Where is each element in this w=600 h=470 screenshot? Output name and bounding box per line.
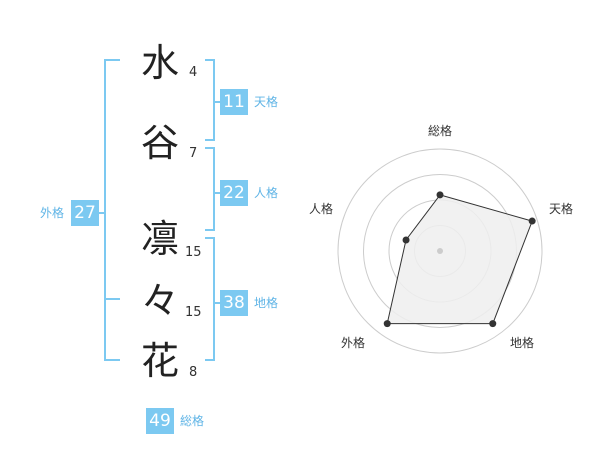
stroke-count-1: 4 <box>189 65 198 80</box>
name-char-5: 花 <box>140 339 179 383</box>
name-char-4: 々 <box>140 279 179 323</box>
gaikaku-value-badge: 27 <box>71 200 99 226</box>
tenkaku-label: 天格 <box>254 95 279 109</box>
radar-axis-label-gaikaku: 外格 <box>341 335 365 350</box>
gaikaku-label: 外格 <box>40 206 65 220</box>
radar-axis-label-soukaku: 総格 <box>428 123 452 138</box>
chikaku-bracket <box>205 237 215 361</box>
radar-ring-1 <box>337 148 543 354</box>
radar-axis-label-chikaku: 地格 <box>510 335 534 350</box>
radar-point-4 <box>383 320 391 328</box>
soukaku-label: 総格 <box>180 414 205 428</box>
radar-point-3 <box>489 320 497 328</box>
name-char-2: 谷 <box>140 121 179 165</box>
chikaku-label: 地格 <box>254 296 279 310</box>
radar-axis-label-tenkaku: 天格 <box>549 201 573 216</box>
radar-point-1 <box>436 191 444 199</box>
radar-point-2 <box>528 217 536 225</box>
chikaku-value-badge: 38 <box>220 290 248 316</box>
soukaku-value-badge: 49 <box>146 408 174 434</box>
name-char-3: 凛 <box>140 217 179 261</box>
radar-points <box>383 191 536 328</box>
gaikaku-bracket <box>104 59 120 361</box>
stroke-count-2: 7 <box>189 146 198 161</box>
radar-axis-label-jinkaku: 人格 <box>309 201 333 216</box>
stroke-count-4: 15 <box>185 305 202 320</box>
name-char-1: 水 <box>140 41 179 85</box>
radar-center-dot <box>437 248 443 254</box>
tenkaku-value-badge: 11 <box>220 89 248 115</box>
tenkaku-bracket <box>205 59 215 141</box>
stroke-count-5: 8 <box>189 365 198 380</box>
radar-value-polygon <box>386 194 533 325</box>
radar-point-5 <box>402 236 410 244</box>
stroke-count-3: 15 <box>185 245 202 260</box>
jinkaku-bracket <box>205 147 215 231</box>
jinkaku-value-badge: 22 <box>220 180 248 206</box>
jinkaku-label: 人格 <box>254 186 279 200</box>
